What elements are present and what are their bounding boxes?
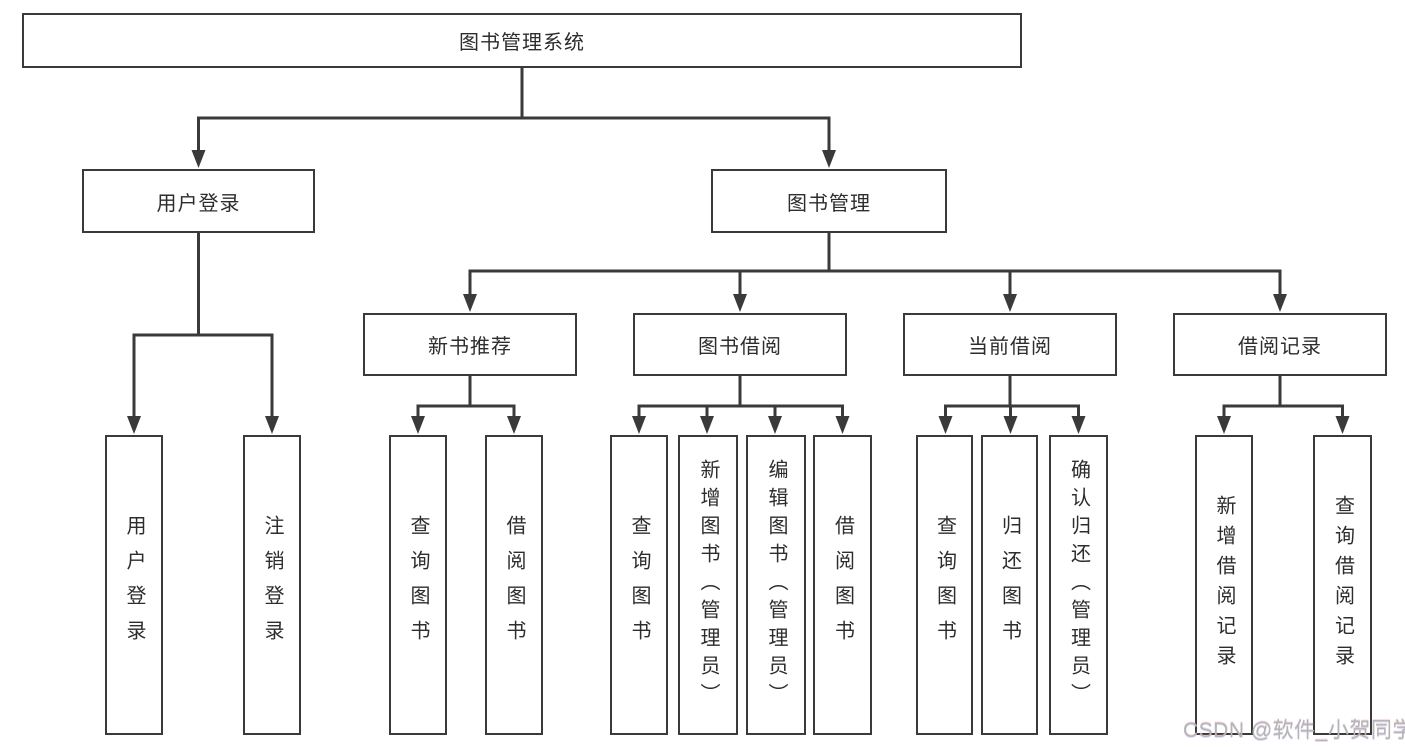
node-user-login-label: 用户登录 (123, 515, 145, 655)
node-borrow-books-recommend: 借阅图书 (485, 435, 543, 735)
node-query-books-borrowing: 查询图书 (610, 435, 668, 735)
node-query-books-recommend: 查询图书 (389, 435, 447, 735)
node-return-books: 归还图书 (981, 435, 1038, 735)
node-library-management-system: 图书管理系统 (22, 13, 1022, 68)
node-query-books-current-label: 查询图书 (933, 515, 956, 655)
node-add-books-admin-label: 新增图书（管理员） (697, 459, 719, 711)
node-book-management-branch: 图书管理 (711, 169, 947, 233)
node-query-borrow-record: 查询借阅记录 (1313, 435, 1372, 735)
node-query-books-recommend-label: 查询图书 (407, 515, 429, 655)
node-edit-books-admin-label: 编辑图书（管理员） (765, 459, 787, 711)
node-book-borrowing: 图书借阅 (633, 313, 847, 376)
node-current-borrowing: 当前借阅 (903, 313, 1117, 376)
node-borrow-books-borrowing: 借阅图书 (813, 435, 872, 735)
node-edit-books-admin: 编辑图书（管理员） (746, 435, 806, 735)
node-return-books-label: 归还图书 (998, 515, 1021, 655)
node-confirm-return-admin: 确认归还（管理员） (1049, 435, 1108, 735)
node-add-borrow-record: 新增借阅记录 (1195, 435, 1253, 735)
node-confirm-return-admin-label: 确认归还（管理员） (1067, 459, 1090, 711)
csdn-watermark: CSDN @软件_小贺同学 (1183, 719, 1405, 742)
node-borrow-books-borrowing-label: 借阅图书 (831, 515, 854, 655)
node-logout: 注销登录 (243, 435, 301, 735)
node-borrow-books-recommend-label: 借阅图书 (503, 515, 525, 655)
node-borrowing-records: 借阅记录 (1173, 313, 1387, 376)
node-query-books-borrowing-label: 查询图书 (628, 515, 650, 655)
node-new-book-recommend: 新书推荐 (363, 313, 577, 376)
node-query-borrow-record-label: 查询借阅记录 (1331, 495, 1354, 675)
node-user-login-branch: 用户登录 (82, 169, 315, 233)
node-add-borrow-record-label: 新增借阅记录 (1213, 495, 1235, 675)
node-user-login: 用户登录 (105, 435, 163, 735)
node-logout-label: 注销登录 (261, 515, 283, 655)
node-query-books-current: 查询图书 (916, 435, 973, 735)
node-add-books-admin: 新增图书（管理员） (678, 435, 738, 735)
